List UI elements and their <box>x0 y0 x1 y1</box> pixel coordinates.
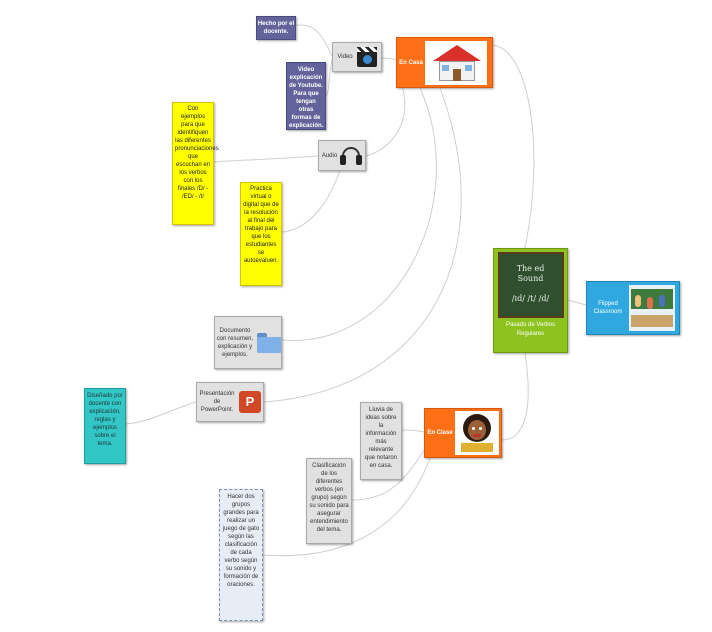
board-phonemes: /ɪd/ /t/ /d/ <box>511 294 550 303</box>
audio-label: Audio <box>321 152 338 159</box>
edge-encasa-documento <box>281 87 437 341</box>
ejemplos-pronunciacion-note[interactable]: Con ejemplos para que identifiquen las d… <box>172 102 219 225</box>
central-node[interactable]: The ed Sound /ɪd/ /t/ /d/ Pasado de Verb… <box>493 248 568 353</box>
flipped-classroom-node[interactable]: Flipped Classroom <box>586 281 680 335</box>
video-youtube-note[interactable]: Video explicación de Youtube. Para que t… <box>286 62 326 130</box>
board-title: The ed <box>516 264 545 273</box>
en-casa-node[interactable]: En Casa <box>396 37 493 88</box>
en-casa-label: En Casa <box>399 59 423 66</box>
edge-enclase-clasificacion <box>351 449 425 501</box>
folder-icon <box>257 332 281 353</box>
documento-text: Documento con resumen, explicación y eje… <box>216 327 254 358</box>
edge-central-enclase <box>501 352 529 441</box>
hecho-por-docente-note[interactable]: Hecho por el docente. <box>256 16 296 40</box>
edge-central-encasa <box>492 44 535 249</box>
lluvia-ideas-text: Lluvia de ideas sobre la información más… <box>364 407 398 469</box>
en-clase-label: En Clase <box>427 430 453 436</box>
clapperboard-icon <box>356 47 377 67</box>
hecho-por-docente-text: Hecho por el docente. <box>257 21 295 35</box>
central-label: Pasado de Verbos Regulares <box>505 322 556 337</box>
hacer-grupos-text: Hacer dos grupos grandes para realizar u… <box>222 494 260 588</box>
clasificacion-text: Clasificación de los diferentes verbos (… <box>309 463 349 533</box>
chalkboard-image: The ed Sound /ɪd/ /t/ /d/ <box>497 252 564 318</box>
lluvia-ideas-note[interactable]: Lluvia de ideas sobre la información más… <box>360 402 402 480</box>
classroom-image <box>629 285 675 331</box>
edge-encasa-presentacion <box>263 87 462 403</box>
practica-virtual-text: Practica virtual o digital que de la res… <box>243 186 279 264</box>
edge-presentacion-diseñado <box>125 401 197 425</box>
edge-audio-ejemplos <box>213 155 319 163</box>
clasificacion-note[interactable]: Clasificación de los diferentes verbos (… <box>306 458 352 544</box>
powerpoint-icon: P <box>239 391 261 413</box>
audio-node[interactable]: Audio <box>318 140 366 171</box>
edge-encasa-video <box>381 57 397 61</box>
video-label: Video <box>337 54 353 60</box>
presentacion-text: Presentación de PowerPoint. <box>199 391 235 413</box>
documento-node[interactable]: Documento con resumen, explicación y eje… <box>214 316 282 369</box>
edge-enclase-lluvia <box>401 429 425 433</box>
flipped-label: Flipped Classroom <box>593 301 623 315</box>
student-icon <box>455 411 499 455</box>
edge-enclase-hacergrupos <box>262 457 431 557</box>
en-clase-node[interactable]: En Clase <box>424 408 502 458</box>
diseñado-por-docente-note[interactable]: Diseñado por docente con explicación, re… <box>84 388 126 464</box>
diseñado-por-docente-text: Diseñado por docente con explicación, re… <box>87 393 123 447</box>
ejemplos-pronunciacion-text: Con ejemplos para que identifiquen las d… <box>175 106 219 200</box>
edge-central-flipped <box>567 299 587 306</box>
presentacion-node[interactable]: Presentación de PowerPoint. P <box>196 382 264 422</box>
practica-virtual-note[interactable]: Practica virtual o digital que de la res… <box>240 182 282 286</box>
headphones-icon <box>340 146 363 166</box>
edge-video-youtube <box>325 59 333 97</box>
board-subtitle: Sound <box>517 274 544 283</box>
edge-audio-practica <box>281 169 341 233</box>
hacer-grupos-note[interactable]: Hacer dos grupos grandes para realizar u… <box>219 489 263 621</box>
video-node[interactable]: Video <box>332 42 382 72</box>
edge-video-hecho <box>295 24 333 57</box>
video-youtube-text: Video explicación de Youtube. Para que t… <box>289 67 324 129</box>
powerpoint-letter: P <box>245 394 255 409</box>
house-icon <box>425 40 487 85</box>
